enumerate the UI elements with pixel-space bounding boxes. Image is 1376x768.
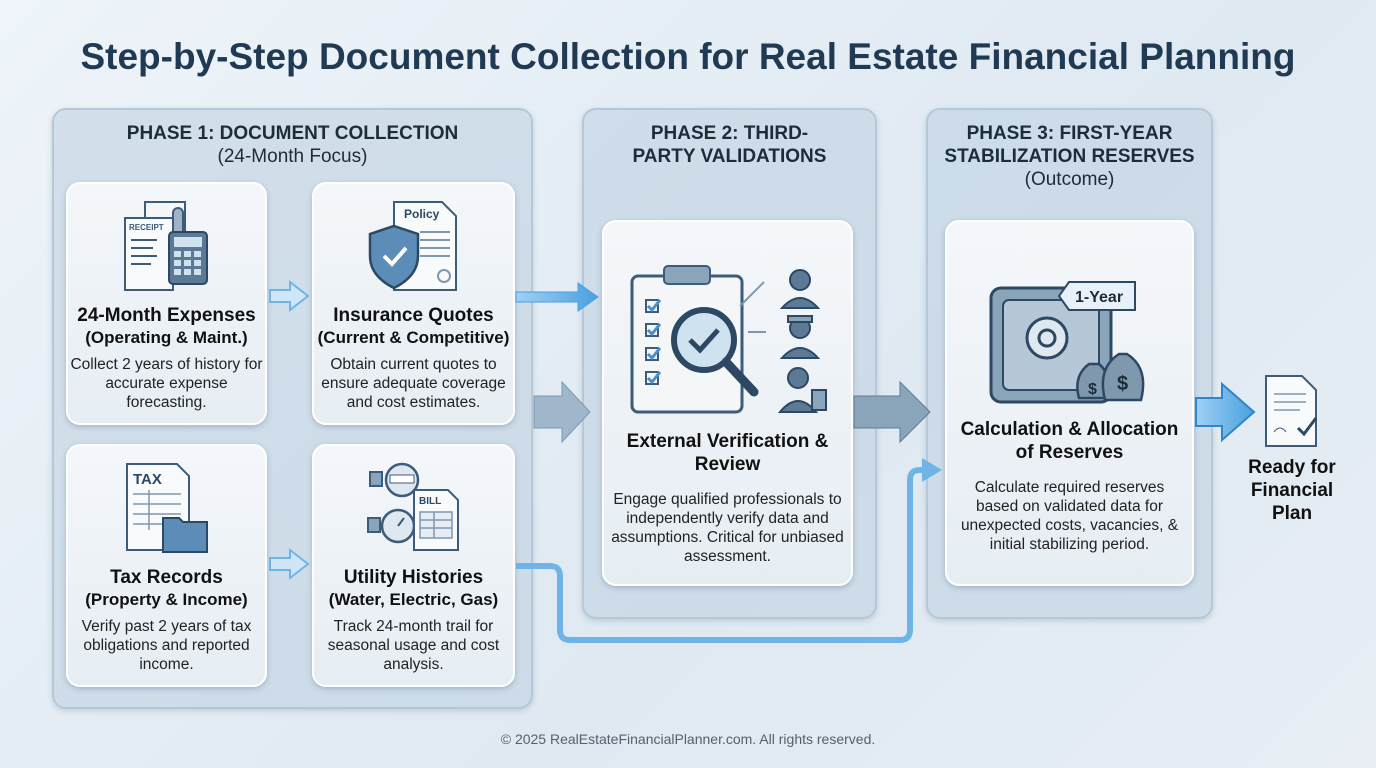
phase-2-title: PHASE 2: THIRD-PARTY VALIDATIONS [632,123,827,167]
card-utility: BILL Utility Histories (Water, Electric,… [312,444,515,687]
card-description: Verify past 2 years of tax obligations a… [81,618,252,673]
svg-text:$: $ [1088,381,1097,398]
svg-text:1-Year: 1-Year [1075,289,1123,306]
svg-text:Policy: Policy [404,207,440,221]
card-insurance: Policy Insurance Quotes (Current & Compe… [312,182,515,425]
card-tax: TAX Tax Records (Property & Income) Veri… [66,444,267,687]
page-title: Step-by-Step Document Collection for Rea… [80,36,1296,77]
card-title: Calculation & Allocation of Reserves [960,419,1179,463]
card-expenses: RECEIPT 24-Month Expenses (Operating & M… [66,182,267,425]
receipt-calculator-icon: RECEIPT [123,201,208,291]
card-subtitle: (Water, Electric, Gas) [328,590,499,609]
card-title: External Verification & Review [626,431,829,475]
svg-text:RECEIPT: RECEIPT [129,223,164,232]
card-description: Track 24-month trail for seasonal usage … [327,618,500,673]
clipboard-magnifier-professionals-icon [630,265,827,414]
ready-document-icon [1265,375,1318,447]
card-title: Tax Records [110,567,223,588]
card-subtitle: (Current & Competitive) [317,328,510,347]
card-subtitle: (Property & Income) [85,590,248,609]
phase-3-title: PHASE 3: FIRST-YEAR STABILIZATION RESERV… [944,123,1195,167]
tax-document-folder-icon: TAX [125,463,208,553]
card-description: Calculate required reserves based on val… [960,479,1179,553]
card-description: Collect 2 years of history for accurate … [70,356,263,411]
card-verification: External Verification & Review Engage qu… [602,220,853,586]
ready-for-financial-plan-label: Ready for Financial Plan [1248,457,1336,524]
card-description: Obtain current quotes to ensure adequate… [321,356,506,411]
phase-3-subtitle: (Outcome) [1024,169,1115,190]
safe-money-bags-icon: 1-Year $ $ [989,281,1144,404]
svg-text:BILL: BILL [419,496,441,507]
phase-1-subtitle: (24-Month Focus) [217,146,368,167]
card-title: 24-Month Expenses [77,305,256,326]
card-title: Insurance Quotes [333,305,494,326]
copyright-footer: © 2025 RealEstateFinancialPlanner.com. A… [500,731,876,747]
card-reserves: 1-Year $ $ Calculation & Allocation of R… [945,220,1194,586]
shield-policy-icon: Policy [368,201,457,291]
utility-meter-bill-icon: BILL [366,462,459,551]
phase-1-title: PHASE 1: DOCUMENT COLLECTION [126,123,459,144]
card-subtitle: (Operating & Maint.) [85,328,248,347]
card-title: Utility Histories [343,567,484,588]
svg-text:$: $ [1117,373,1128,395]
svg-text:TAX: TAX [133,471,162,488]
card-description: Engage qualified professionals to indepe… [611,491,844,565]
